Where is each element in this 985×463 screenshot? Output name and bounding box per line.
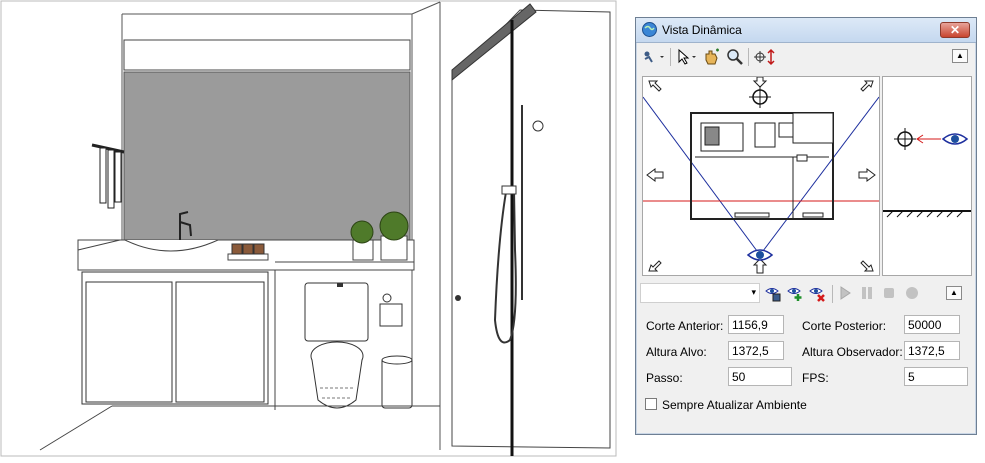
arrow-down-top bbox=[752, 76, 768, 88]
plant-right bbox=[379, 211, 409, 241]
pause-icon[interactable] bbox=[860, 285, 874, 301]
arrow-left bbox=[646, 168, 664, 182]
target-icon bbox=[894, 128, 916, 150]
corner-arrow-top-right bbox=[860, 80, 874, 92]
3d-viewport[interactable] bbox=[0, 0, 620, 463]
title-bar[interactable]: Vista Dinâmica ✕ bbox=[636, 18, 976, 43]
trash-bin bbox=[381, 357, 413, 409]
plan-view[interactable] bbox=[642, 76, 880, 276]
corner-arrow-bottom-left bbox=[648, 260, 662, 272]
frustum-right bbox=[759, 96, 880, 256]
passo-label: Passo: bbox=[646, 371, 683, 385]
altura-alvo-input[interactable]: 1372,5 bbox=[728, 341, 784, 360]
altura-observador-label: Altura Observador: bbox=[802, 345, 903, 359]
floorplan bbox=[690, 112, 834, 220]
panel-title: Vista Dinâmica bbox=[662, 23, 742, 37]
arrow-up-bottom bbox=[752, 258, 768, 274]
eye-icon bbox=[746, 249, 774, 261]
corte-anterior-label: Corte Anterior: bbox=[646, 319, 724, 333]
height-icon[interactable] bbox=[754, 48, 776, 66]
eye-icon bbox=[941, 133, 969, 145]
frustum-left bbox=[642, 96, 761, 256]
fps-label: FPS: bbox=[802, 371, 829, 385]
toilet-tank bbox=[304, 282, 369, 342]
altura-alvo-label: Altura Alvo: bbox=[646, 345, 707, 359]
globe-icon bbox=[642, 22, 657, 37]
close-button[interactable]: ✕ bbox=[940, 22, 970, 38]
sempre-atualizar-checkbox[interactable] bbox=[645, 398, 657, 410]
corte-posterior-label: Corte Posterior: bbox=[802, 319, 887, 333]
collapse-toolbar-button[interactable]: ▲ bbox=[952, 49, 968, 63]
toolbar: ▲ bbox=[636, 43, 976, 71]
walker-icon[interactable] bbox=[642, 48, 666, 66]
corner-arrow-top-left bbox=[648, 80, 662, 92]
plant-left bbox=[350, 220, 374, 244]
stop-icon[interactable] bbox=[882, 285, 896, 301]
record-icon[interactable] bbox=[904, 285, 920, 301]
collapse-views-button[interactable]: ▲ bbox=[946, 286, 962, 300]
zoom-icon[interactable] bbox=[726, 48, 744, 66]
hand-icon[interactable] bbox=[702, 48, 722, 66]
target-icon bbox=[749, 86, 771, 108]
sempre-atualizar-label: Sempre Atualizar Ambiente bbox=[662, 398, 807, 412]
side-view[interactable] bbox=[882, 76, 972, 276]
fps-input[interactable]: 5 bbox=[904, 367, 968, 386]
corner-arrow-bottom-right bbox=[860, 260, 874, 272]
delete-view-icon[interactable] bbox=[808, 284, 826, 302]
gray-wall-panel bbox=[123, 71, 411, 243]
passo-input[interactable]: 50 bbox=[728, 367, 792, 386]
play-icon[interactable] bbox=[838, 285, 852, 301]
arrow-right bbox=[858, 168, 876, 182]
saved-views-dropdown[interactable]: ▾ bbox=[640, 283, 760, 303]
upper-cabinet bbox=[123, 39, 411, 71]
add-view-icon[interactable] bbox=[786, 284, 804, 302]
save-view-icon[interactable] bbox=[764, 284, 782, 302]
corte-anterior-input[interactable]: 1156,9 bbox=[728, 315, 784, 334]
pointer-icon[interactable] bbox=[676, 48, 698, 66]
shower-glass bbox=[451, 9, 611, 449]
vista-dinamica-panel: Vista Dinâmica ✕ ▲ bbox=[635, 17, 977, 435]
corte-posterior-input[interactable]: 50000 bbox=[904, 315, 960, 334]
views-bar: ▾ ▲ bbox=[636, 280, 976, 306]
altura-observador-input[interactable]: 1372,5 bbox=[904, 341, 960, 360]
